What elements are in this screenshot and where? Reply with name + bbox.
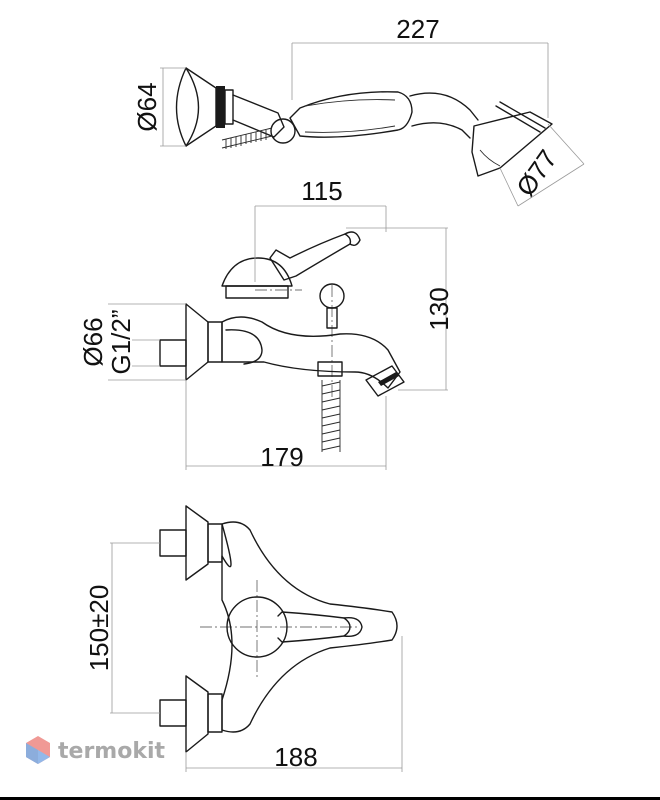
dim-handle-length: 227 [396, 14, 439, 44]
dim-connection-thread: G1/2” [106, 309, 136, 374]
dim-inlet-spacing: 150±20 [84, 585, 114, 672]
dim-lever-offset: 115 [301, 176, 342, 206]
top-view: 150±20 188 [84, 505, 403, 772]
hose-coil [221, 127, 273, 149]
dim-height: 130 [424, 287, 454, 330]
dim-spout-projection: 179 [260, 442, 303, 472]
watermark-brand: termokit [58, 739, 165, 764]
termokit-logo [26, 736, 50, 764]
dim-overall-depth: 188 [274, 742, 317, 772]
dim-hose-holder-diameter: Ø64 [132, 82, 162, 131]
hand-shower-view: 227 Ø64 Ø77 [132, 14, 585, 207]
bottom-border [0, 797, 660, 800]
side-view: 115 130 Ø66 G1/2” 179 [78, 176, 454, 472]
dim-wall-flange-diameter: Ø66 [78, 317, 108, 366]
